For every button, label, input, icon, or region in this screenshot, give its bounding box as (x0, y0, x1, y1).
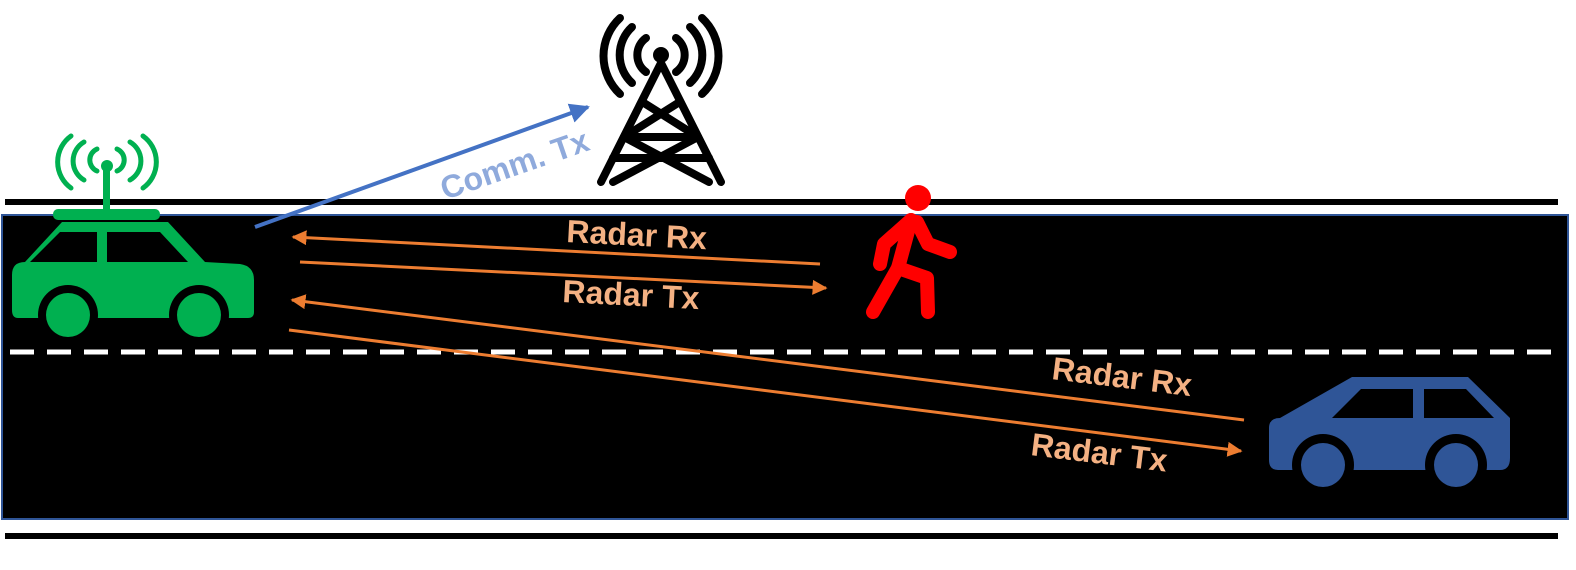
cell-tower-icon (597, 14, 725, 186)
radar-tx-pedestrian-label: Radar Tx (562, 273, 701, 316)
radar-tx-vehicle-arrow (288, 328, 1243, 457)
radar-rx-vehicle-arrow (290, 294, 1245, 422)
radar-rx-pedestrian-arrow (291, 230, 821, 266)
car-icon (1269, 377, 1510, 496)
radar-tx-pedestrian-arrow (299, 260, 828, 295)
walking-person-icon (866, 185, 957, 319)
radar-rx-pedestrian-label: Radar Rx (566, 213, 708, 256)
comm-tx-arrow (254, 103, 590, 229)
car-with-antenna-icon (12, 133, 254, 345)
